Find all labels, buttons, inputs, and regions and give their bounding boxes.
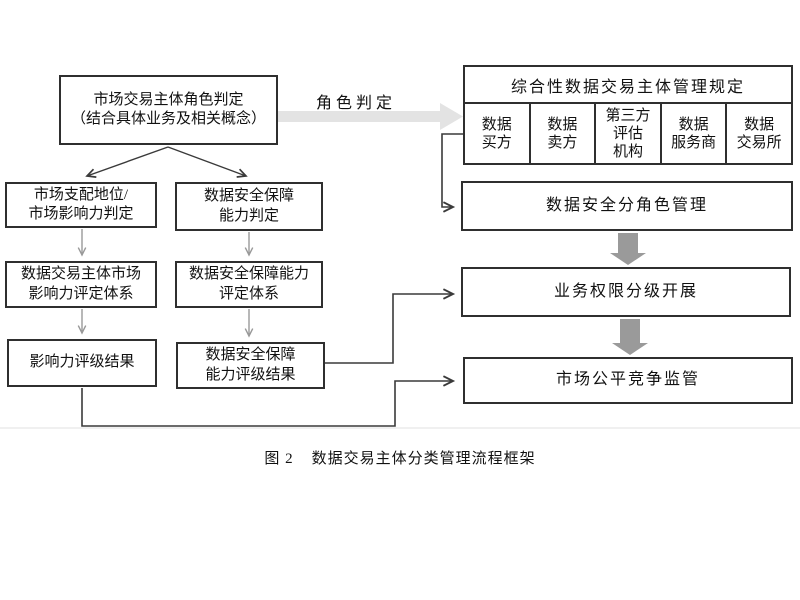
node-security-capability: 数据安全保障 能力判定 [175, 182, 323, 231]
figure-caption-text: 数据交易主体分类管理流程框架 [311, 451, 536, 467]
figure-caption: 图 2 数据交易主体分类管理流程框架 [0, 447, 800, 468]
block-arrow-permission-to-competition [612, 319, 648, 355]
node-text: 市场公平竞争监管 [555, 371, 700, 389]
cell-data-service-provider: 数据 服务商 [662, 104, 728, 163]
cell-text: 数据 [744, 116, 775, 133]
node-text: 业务权限分级开展 [553, 282, 698, 300]
node-text: 评定体系 [218, 285, 279, 302]
node-text: 能力评级结果 [205, 366, 296, 383]
regulation-cells: 数据 买方 数据 卖方 第三方 评估 机构 数据 服务商 数据 交易所 [465, 104, 791, 163]
node-text: （结合具体业务及相关概念） [70, 111, 266, 127]
node-influence-system: 数据交易主体市场 影响力评定体系 [5, 261, 157, 308]
node-text: 市场影响力判定 [28, 206, 134, 222]
cell-text: 服务商 [671, 134, 717, 151]
block-arrow-role-mgmt-to-permission [610, 233, 646, 265]
node-influence-result: 影响力评级结果 [7, 339, 157, 387]
cell-text: 机构 [612, 143, 643, 160]
node-security-role-management: 数据安全分角色管理 [461, 181, 793, 231]
cell-text: 评估 [612, 125, 643, 142]
diverge-arrow-left [85, 146, 169, 178]
node-text: 数据安全保障 [203, 188, 294, 204]
node-text: 影响力评定体系 [28, 285, 134, 302]
cell-data-exchange: 数据 交易所 [727, 104, 791, 163]
cell-data-buyer: 数据 买方 [465, 104, 531, 163]
cell-text: 卖方 [547, 134, 578, 151]
node-security-system: 数据安全保障能力 评定体系 [175, 261, 323, 308]
node-text: 数据安全保障能力 [188, 266, 309, 282]
node-market-dominance: 市场支配地位/ 市场影响力判定 [5, 182, 157, 228]
node-regulation-group: 综合性数据交易主体管理规定 数据 买方 数据 卖方 第三方 评估 机构 数据 服… [463, 65, 793, 165]
cell-data-seller: 数据 卖方 [531, 104, 597, 163]
connector-security-result-to-permission [325, 288, 456, 364]
node-text: 市场交易主体角色判定 [93, 91, 244, 108]
node-role-determination: 市场交易主体角色判定 （结合具体业务及相关概念） [59, 75, 278, 145]
node-business-permission: 业务权限分级开展 [461, 267, 791, 317]
cell-text: 数据 [481, 116, 512, 133]
role-arrow-label: 角色判定 [316, 95, 397, 112]
node-text: 数据安全分角色管理 [545, 196, 708, 214]
cell-text: 第三方 [605, 107, 651, 124]
node-fair-competition: 市场公平竞争监管 [463, 357, 793, 404]
node-security-result: 数据安全保障 能力评级结果 [176, 342, 325, 389]
connector-influence-result-to-competition [81, 375, 456, 427]
node-text: 数据交易主体市场 [20, 266, 141, 282]
cell-text: 数据 [678, 116, 709, 133]
cell-third-party-evaluator: 第三方 评估 机构 [596, 104, 662, 163]
role-determination-arrow [278, 103, 463, 130]
cell-text: 买方 [481, 134, 512, 151]
cell-text: 交易所 [736, 134, 782, 151]
node-text: 市场支配地位/ [33, 186, 129, 203]
diverge-arrow-right [167, 146, 248, 178]
node-text: 数据安全保障 [205, 347, 296, 363]
cell-text: 数据 [547, 116, 578, 133]
regulation-header: 综合性数据交易主体管理规定 [465, 67, 791, 104]
figure-caption-label: 图 2 [264, 451, 294, 467]
connector-regulation-to-role-mgmt [441, 133, 463, 213]
node-text: 影响力评级结果 [29, 354, 135, 371]
node-text: 能力判定 [218, 207, 279, 224]
